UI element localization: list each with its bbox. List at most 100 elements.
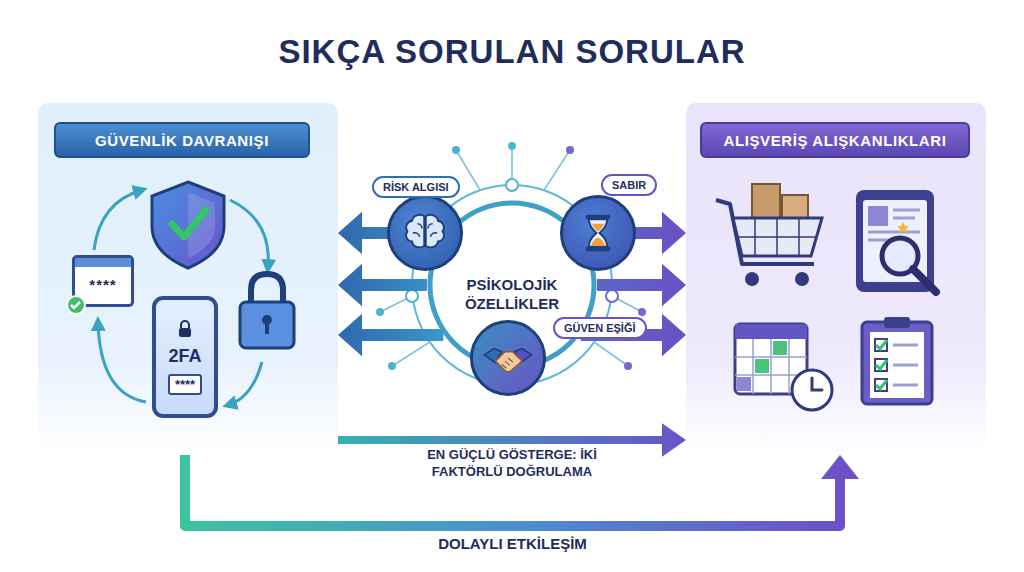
arrow-shaft [185,455,840,526]
check-graphic [66,295,86,315]
arrow-shaft [579,227,664,239]
arrow-head [662,212,686,254]
flow-arrow [338,212,445,254]
line-shape [456,150,480,190]
brain-graphic-part [426,215,444,247]
path-shape [94,190,142,250]
rect-shape [755,359,769,373]
rect-shape [875,379,887,391]
glass-graphic [569,204,627,262]
hands-graphic [478,328,538,388]
phone-box: 2FA **** [152,296,218,418]
line-shape [594,342,628,366]
arrow-head [821,455,859,479]
path-shape [735,339,807,394]
edge-label: EN GÜÇLÜ GÖSTERGE: İKİ FAKTÖRLÜ DOĞRULAM… [405,447,620,481]
flow-arrow [338,264,427,306]
arrow-head [338,212,362,254]
check-graphic-part [71,302,80,308]
rect-shape [884,317,910,328]
rect-shape [265,322,269,334]
edge-label: DOLAYLI ETKİLEŞİM [353,534,673,554]
tablet-search-icon [856,190,936,292]
hands-graphic-part [495,352,522,372]
line-shape [392,342,430,366]
path-shape [812,378,822,390]
network-lines [380,146,642,366]
rect-shape [868,206,888,226]
shield-icon [152,182,224,268]
circle-shape [745,272,759,286]
lock-graphic [177,320,193,338]
arrow-shaft [597,279,664,291]
padlock-icon [240,274,294,348]
diagram-title: SIKÇA SORULAN SORULAR [0,33,1024,71]
lock-graphic-part [179,328,191,337]
glass-graphic-part [591,238,605,246]
circle-shape [638,308,646,316]
flow-arrow [581,314,686,356]
flow-arrow [338,314,443,356]
network-dots [376,142,646,370]
checklist-icon [862,317,932,404]
lock-graphic-part [181,321,189,328]
arrow-shaft [581,329,664,341]
group-panel: GÜVENLİK DAVRANIŞI **** 2FA **** [38,103,338,455]
arrow-shaft [338,436,664,444]
line-shape [511,146,513,185]
hands-graphic-part [502,358,513,368]
group-panel: ALIŞVERİŞ ALIŞKANLIKLARI [686,103,986,455]
circle-shape [624,362,632,370]
circle-shape [388,362,396,370]
path-shape [230,200,268,268]
path-shape [897,222,909,233]
orbit-ring [412,185,612,385]
rect-shape [863,200,927,282]
path-shape [733,218,822,256]
calendar-clock-icon [735,324,832,410]
rect-shape [782,195,808,218]
masked-password: **** [89,276,116,293]
rect-shape [735,324,807,394]
rect-shape [875,339,887,351]
circle-shape [376,308,384,316]
arrow-shaft [360,279,427,291]
circle-shape [452,146,460,154]
rect-shape [240,302,294,348]
path-shape [716,200,814,264]
phone-label: 2FA [168,346,201,367]
flow-arrow [597,264,686,306]
arrow-head [662,264,686,306]
rect-shape [737,377,751,391]
trait-circle: RİSK ALGISI [387,195,463,271]
path-shape [868,210,920,240]
path-shape [172,210,206,237]
path-shape [736,218,817,256]
rect-shape [870,332,924,398]
circle-shape [506,179,518,191]
line-shape [380,296,412,312]
line-shape [612,296,642,312]
glass-graphic-part [589,219,607,246]
cycle-arrows [94,190,268,405]
arrow-head [662,314,686,356]
rect-shape [735,324,807,339]
rect-shape [856,190,934,292]
line-shape [544,150,570,190]
flow-arrow [185,455,859,526]
brain-graphic-part [413,218,437,247]
trait-label: SABIR [601,174,657,196]
rect-shape [752,184,780,218]
glass-graphic-part [592,224,604,232]
check-graphic-part [67,296,85,314]
circle-shape [508,142,516,150]
masked-code: **** [168,374,202,395]
password-card: **** [72,255,134,307]
panel-header: GÜVENLİK DAVRANIŞI [54,122,310,158]
rect-shape [862,322,932,404]
circle-shape [406,290,418,302]
arrow-head [338,314,362,356]
path-shape [188,192,215,258]
brain-graphic-part [406,215,424,247]
